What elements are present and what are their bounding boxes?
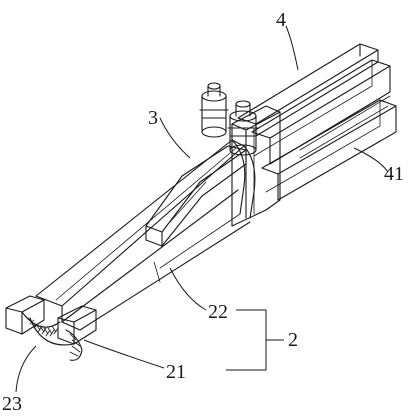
label-3: 3 [148, 107, 158, 129]
long-arm [35, 139, 256, 331]
label-4: 4 [276, 9, 286, 31]
bolt-left [199, 82, 229, 138]
clamp-jaws [5, 295, 97, 361]
label-2: 2 [288, 329, 298, 351]
label-41: 41 [384, 163, 404, 185]
label-21: 21 [166, 361, 186, 383]
mounting-rails [237, 43, 397, 201]
label-23: 23 [2, 393, 22, 415]
bolt-right [227, 100, 259, 156]
leader-lines [15, 25, 389, 393]
guide-plate [145, 145, 247, 247]
label-22: 22 [208, 301, 228, 323]
